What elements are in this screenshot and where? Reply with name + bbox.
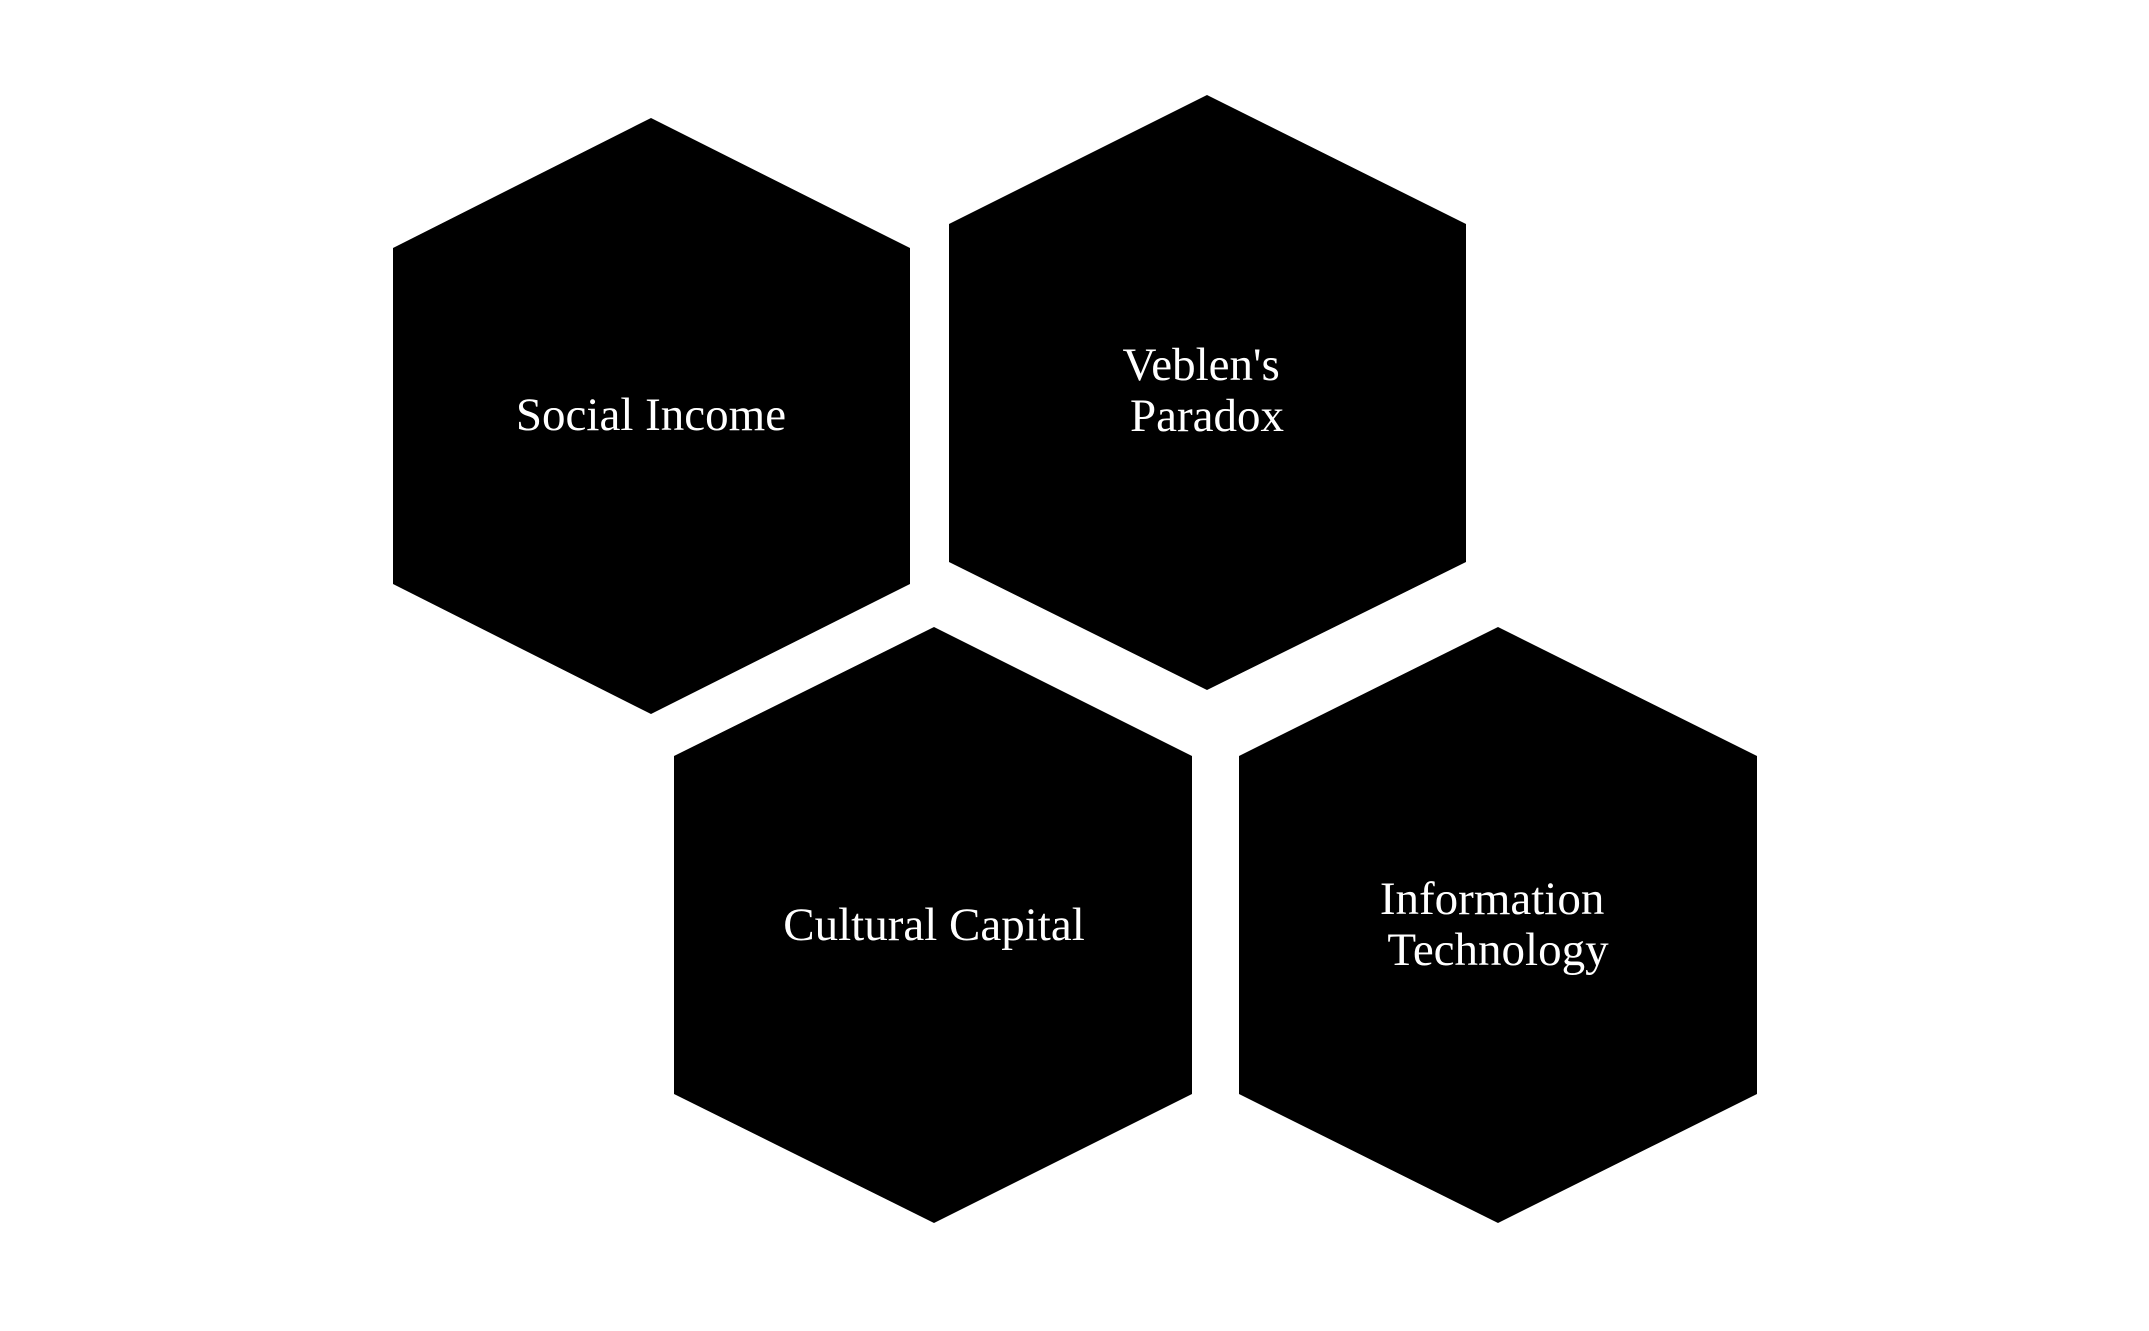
hex-label-line: Technology	[1387, 924, 1609, 976]
hex-label: Cultural Capital	[783, 899, 1085, 951]
hex-label: Information Technology	[1380, 873, 1616, 976]
hex-label-line: Social Income	[516, 389, 786, 441]
hex-node-cultural-capital: Cultural Capital	[674, 627, 1192, 1223]
hex-label-line: Information	[1380, 873, 1605, 925]
hex-node-social-income: Social Income	[393, 118, 910, 714]
hex-label-line: Veblen's	[1122, 339, 1279, 391]
hexagon-shape	[393, 118, 910, 714]
hexagon-shape	[1239, 627, 1757, 1223]
hex-label-line: Cultural Capital	[783, 899, 1085, 951]
hex-label: Veblen's Paradox	[1122, 339, 1291, 442]
hex-node-information-technology: Information Technology	[1239, 627, 1757, 1223]
hex-node-veblens-paradox: Veblen's Paradox	[949, 95, 1466, 690]
hex-label: Social Income	[516, 389, 786, 441]
hexagon-shape	[674, 627, 1192, 1223]
hex-label-line: Paradox	[1130, 390, 1284, 442]
hexagon-shape	[949, 95, 1466, 690]
